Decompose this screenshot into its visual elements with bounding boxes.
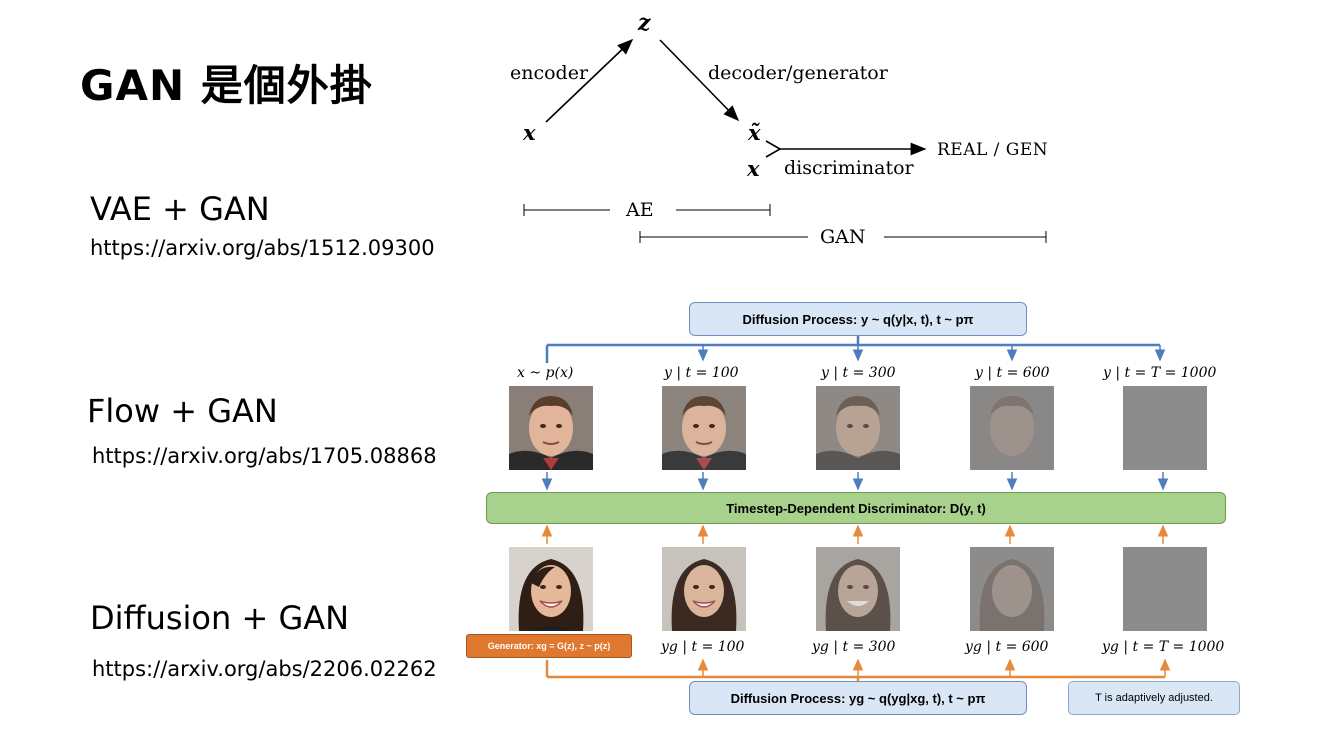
noise-image-t1000 — [1123, 386, 1207, 470]
discriminator-label: discriminator — [784, 157, 914, 179]
noisy-face-t300 — [816, 386, 900, 470]
section-url-vae-gan[interactable]: https://arxiv.org/abs/1512.09300 — [90, 236, 435, 260]
diffusion-process-top-box: Diffusion Process: y ~ q(y|x, t), t ~ pπ — [689, 302, 1027, 336]
timestep-discriminator-box: Timestep-Dependent Discriminator: D(y, t… — [486, 492, 1226, 524]
x-tilde-symbol: x̃ — [748, 120, 761, 145]
bottom-label-4: yg | t = T = 1000 — [1102, 639, 1225, 655]
bottom-label-2: yg | t = 300 — [812, 639, 896, 655]
section-label-diffusion-gan: Diffusion + GAN — [90, 599, 350, 637]
top-label-4: y | t = T = 1000 — [1103, 365, 1217, 381]
section-label-flow-gan: Flow + GAN — [87, 392, 278, 430]
encoder-arrow — [545, 38, 634, 123]
bottom-label-3: yg | t = 600 — [965, 639, 1049, 655]
section-url-flow-gan[interactable]: https://arxiv.org/abs/1705.08868 — [92, 444, 437, 468]
slide-title: GAN 是個外掛 — [80, 61, 373, 110]
real-gen-label: REAL / GEN — [937, 140, 1049, 160]
generated-face-clean — [509, 547, 593, 631]
generated-noisy-face-t600 — [970, 547, 1054, 631]
top-label-0: x ~ p(x) — [517, 365, 574, 381]
ae-span-label: AE — [626, 199, 654, 221]
real-face-clean — [509, 386, 593, 470]
top-label-1: y | t = 100 — [664, 365, 739, 381]
generator-box: Generator: xg = G(z), z ~ p(z) — [466, 634, 632, 658]
x-real-symbol: x — [747, 156, 760, 181]
top-label-3: y | t = 600 — [975, 365, 1050, 381]
noisy-face-t600 — [970, 386, 1054, 470]
generated-noisy-face-t100 — [662, 547, 746, 631]
top-label-2: y | t = 300 — [821, 365, 896, 381]
decoder-label: decoder/generator — [708, 62, 888, 84]
adaptive-t-note: T is adaptively adjusted. — [1068, 681, 1240, 715]
generated-noisy-face-t300 — [816, 547, 900, 631]
gan-span-label: GAN — [820, 226, 866, 248]
x-input-symbol: x — [523, 120, 536, 145]
bottom-label-1: yg | t = 100 — [661, 639, 745, 655]
generated-noise-image-t1000 — [1123, 547, 1207, 631]
z-symbol: z — [638, 10, 651, 36]
noisy-face-t100 — [662, 386, 746, 470]
diffusion-process-bottom-box: Diffusion Process: yg ~ q(yg|xg, t), t ~… — [689, 681, 1027, 715]
section-label-vae-gan: VAE + GAN — [90, 190, 270, 228]
decoder-arrow — [659, 39, 740, 122]
section-url-diffusion-gan[interactable]: https://arxiv.org/abs/2206.02262 — [92, 657, 437, 681]
encoder-label: encoder — [510, 62, 589, 84]
vae-gan-diagram — [523, 38, 1047, 243]
